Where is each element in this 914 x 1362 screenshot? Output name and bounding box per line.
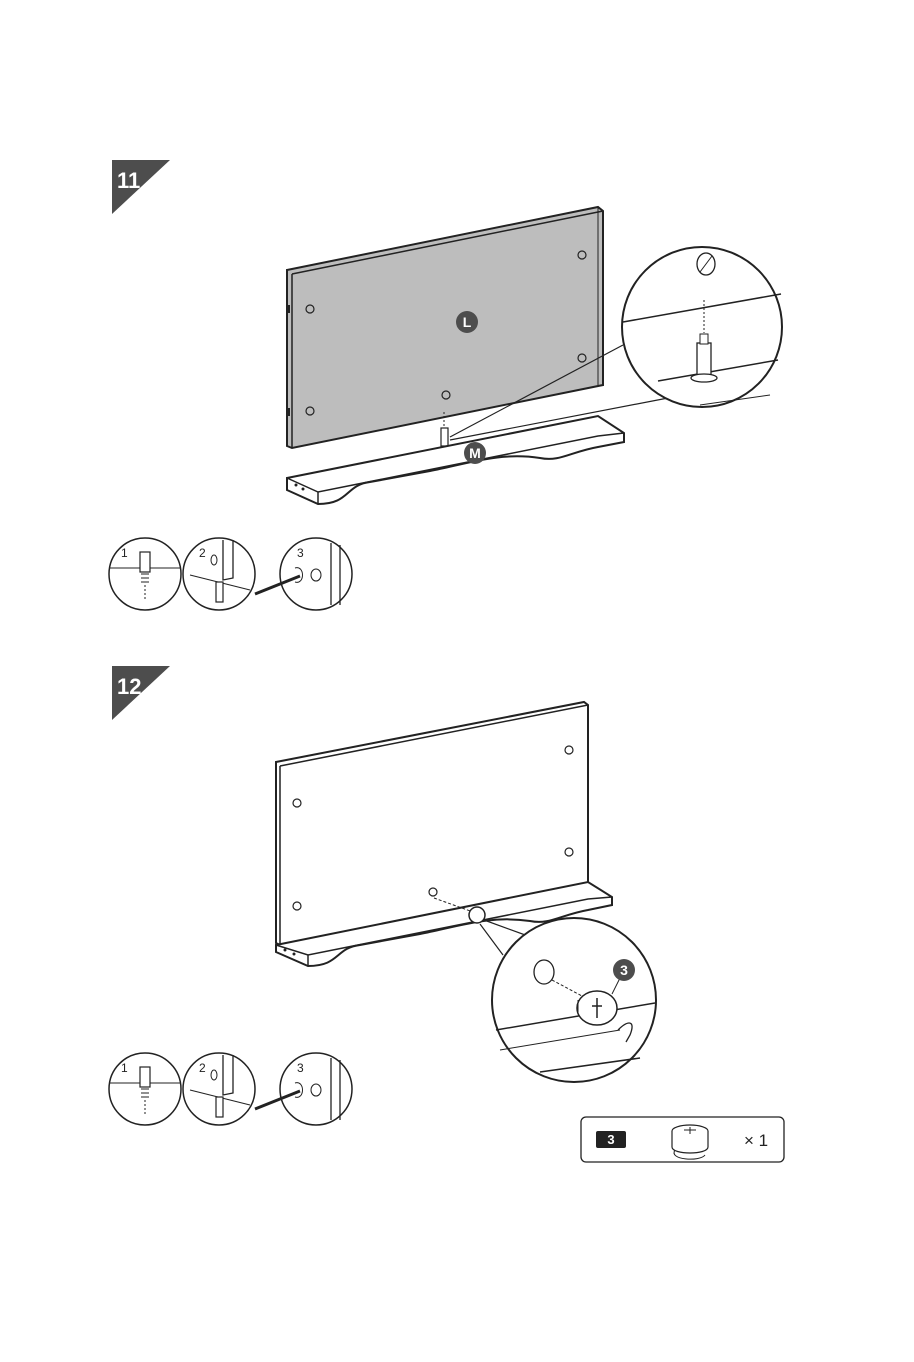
legend-part-number: 3 — [607, 1132, 614, 1147]
substep-12-1: 1 — [109, 1053, 181, 1125]
substep-number: 1 — [121, 546, 128, 560]
substep-number: 3 — [297, 546, 304, 560]
substep-number: 1 — [121, 1061, 128, 1075]
substep-number: 2 — [199, 1061, 206, 1075]
callout-part-number: 3 — [620, 962, 628, 978]
substep-11-1: 1 — [109, 538, 181, 610]
callout-part-badge: 3 — [613, 959, 635, 981]
step-11-badge: 11 — [112, 160, 170, 214]
substep-11-2: 2 — [183, 538, 255, 610]
substep-number: 2 — [199, 546, 206, 560]
legend-quantity: × 1 — [744, 1131, 768, 1150]
zoom-callout-cam-lock — [480, 918, 656, 1082]
panel-label-badge: L — [456, 311, 478, 333]
parts-legend: 3 × 1 — [581, 1117, 784, 1162]
base-label-text: M — [469, 445, 481, 461]
back-panel-l — [287, 207, 603, 448]
substep-12-2: 2 — [183, 1053, 255, 1125]
substep-number: 3 — [297, 1061, 304, 1075]
step-11-number: 11 — [117, 168, 140, 193]
base-label-badge: M — [464, 442, 486, 464]
step-12-number: 12 — [117, 674, 141, 699]
substep-11-3: 3 — [255, 538, 352, 610]
panel-label-text: L — [463, 314, 472, 330]
step-12-badge: 12 — [112, 666, 170, 720]
substep-12-3: 3 — [255, 1053, 352, 1125]
